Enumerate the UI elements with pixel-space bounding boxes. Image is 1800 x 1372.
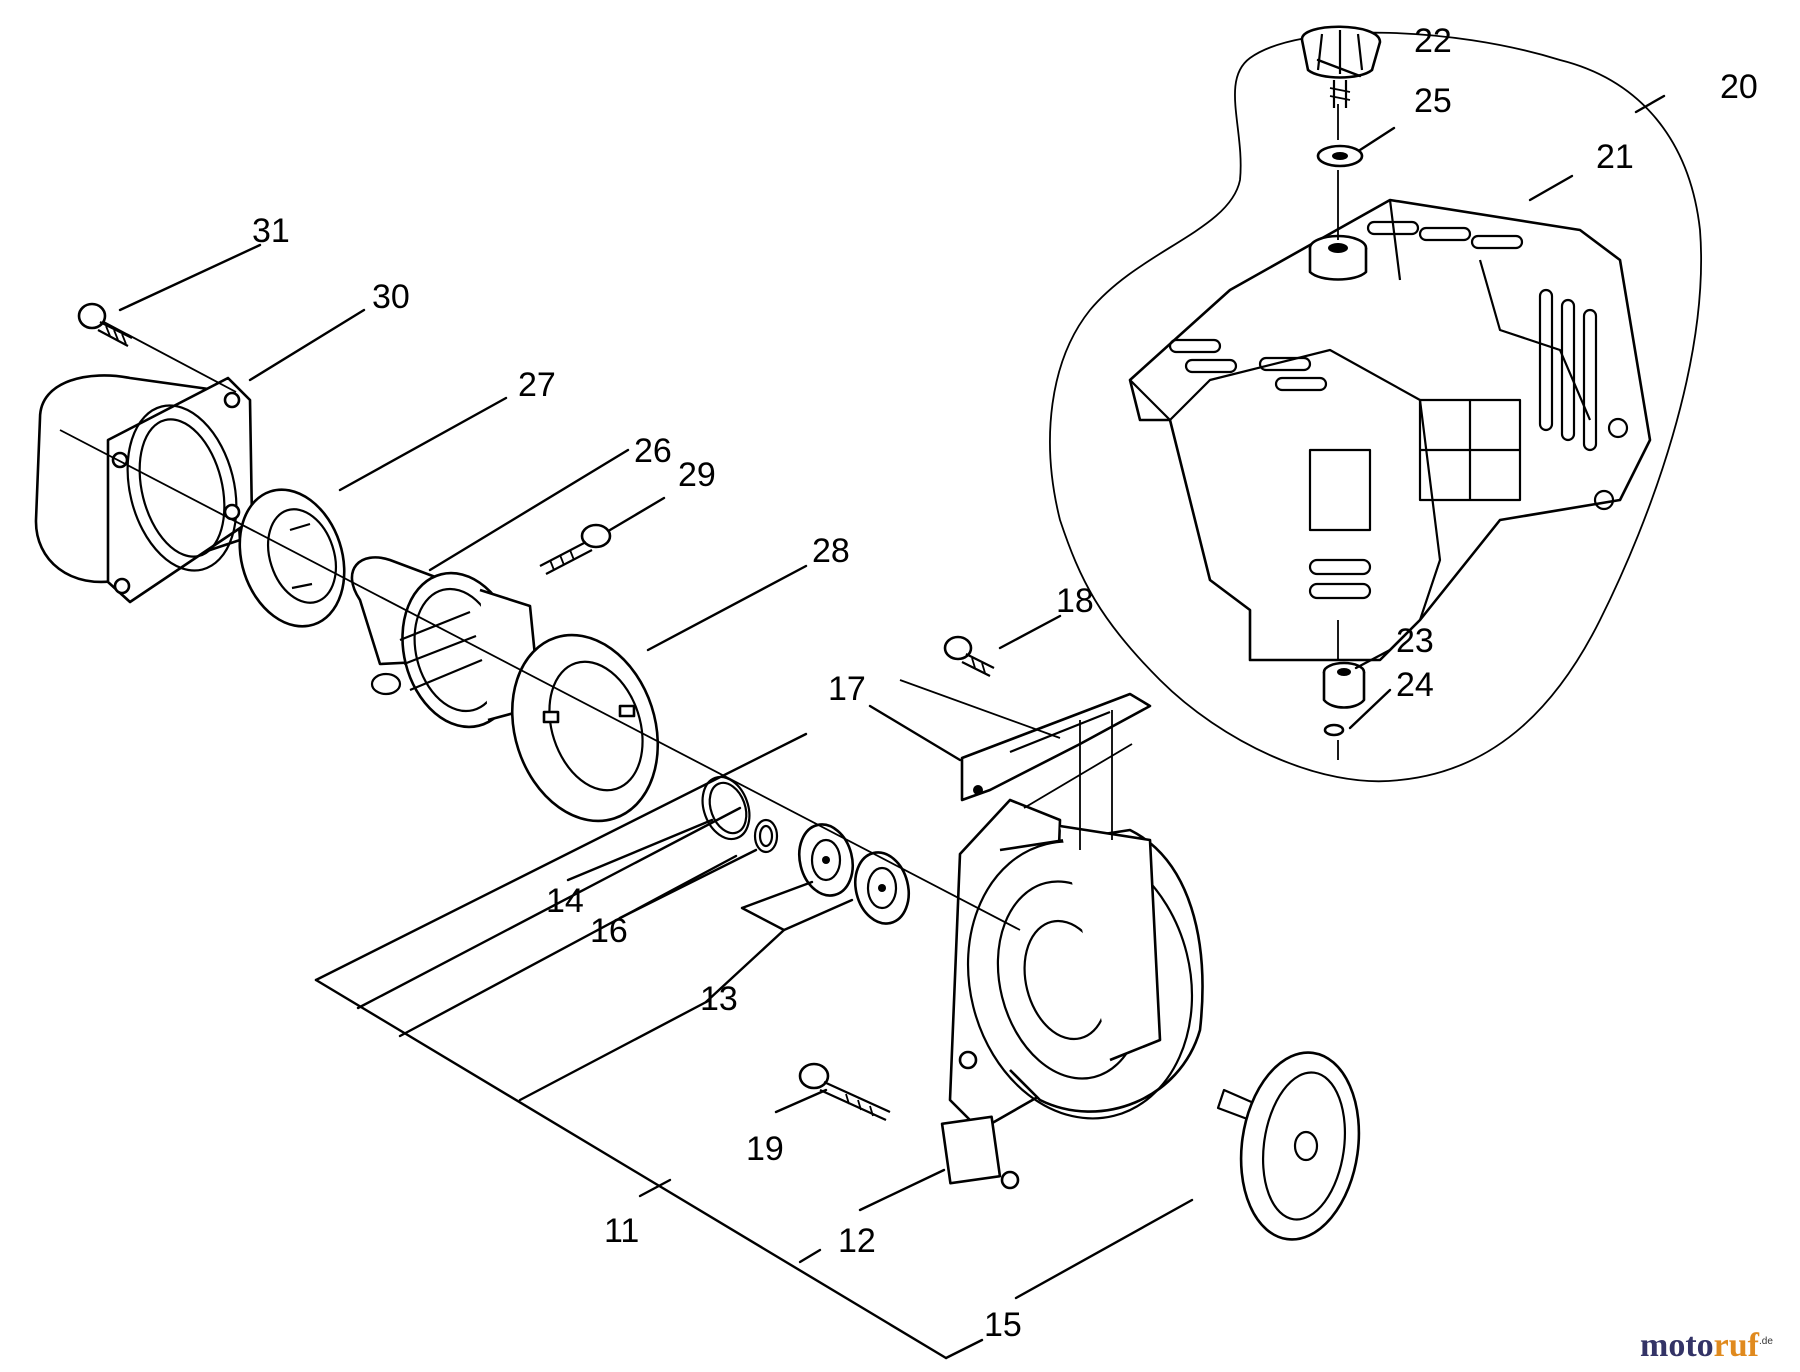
label-13: 13: [700, 980, 738, 1018]
watermark-part-a: moto: [1640, 1327, 1714, 1364]
part-15-pulley: [1216, 1051, 1361, 1241]
part-17-bracket: [960, 692, 1152, 802]
part-27-ring-housing: [238, 488, 346, 628]
part-14-snap-ring: [701, 775, 751, 841]
label-31: 31: [252, 212, 290, 250]
part-31-screw: [77, 302, 133, 347]
watermark-part-b: ruf: [1714, 1327, 1760, 1364]
center-lines: [59, 104, 1339, 931]
label-28: 28: [812, 532, 850, 570]
part-16-ring: [753, 818, 779, 854]
label-15: 15: [984, 1306, 1022, 1344]
part-19-bolt: [798, 1062, 891, 1122]
leader-lines: [118, 58, 1666, 1360]
label-17: 17: [828, 670, 866, 708]
label-12: 12: [838, 1222, 876, 1260]
part-23-grommet: [1322, 661, 1366, 709]
part-12-fan-housing: [940, 798, 1204, 1190]
label-23: 23: [1396, 622, 1434, 660]
label-24: 24: [1396, 666, 1434, 704]
label-25: 25: [1414, 82, 1452, 120]
label-29: 29: [678, 456, 716, 494]
part-25-washer: [1316, 144, 1364, 168]
part-29-bolt: [539, 523, 612, 575]
svg-text:motoruf.de: motoruf.de: [1640, 1327, 1773, 1364]
vent-slots: [1168, 220, 1598, 600]
label-11: 11: [604, 1212, 639, 1250]
part-13-bearings: [798, 823, 910, 925]
label-30: 30: [372, 278, 410, 316]
label-20: 20: [1720, 68, 1758, 106]
part-26-clutch-assembly: [350, 556, 542, 729]
part-20-cover-assembly-outline: [1049, 31, 1702, 783]
label-14: 14: [546, 882, 584, 920]
label-27: 27: [518, 366, 556, 404]
part-number-labels: 31 30 27 26 29 28 22 25 20 21 23 24 18 1…: [252, 22, 1758, 1344]
watermark-logo: motoruf.de: [1640, 1327, 1773, 1364]
label-18: 18: [1056, 582, 1094, 620]
label-16: 16: [590, 912, 628, 950]
part-18-bolt: [943, 635, 995, 677]
part-22-knob: [1300, 25, 1382, 108]
label-21: 21: [1596, 138, 1634, 176]
label-26: 26: [634, 432, 672, 470]
watermark-suffix: .de: [1759, 1336, 1773, 1347]
part-28-clutch-cover: [510, 633, 660, 823]
part-24-washer: [1323, 723, 1345, 737]
label-22: 22: [1414, 22, 1452, 60]
part-cover-grommet: [1308, 234, 1368, 281]
part-30-gear-housing: [34, 374, 254, 604]
part-21-engine-cover: [1128, 198, 1652, 662]
label-19: 19: [746, 1130, 784, 1168]
